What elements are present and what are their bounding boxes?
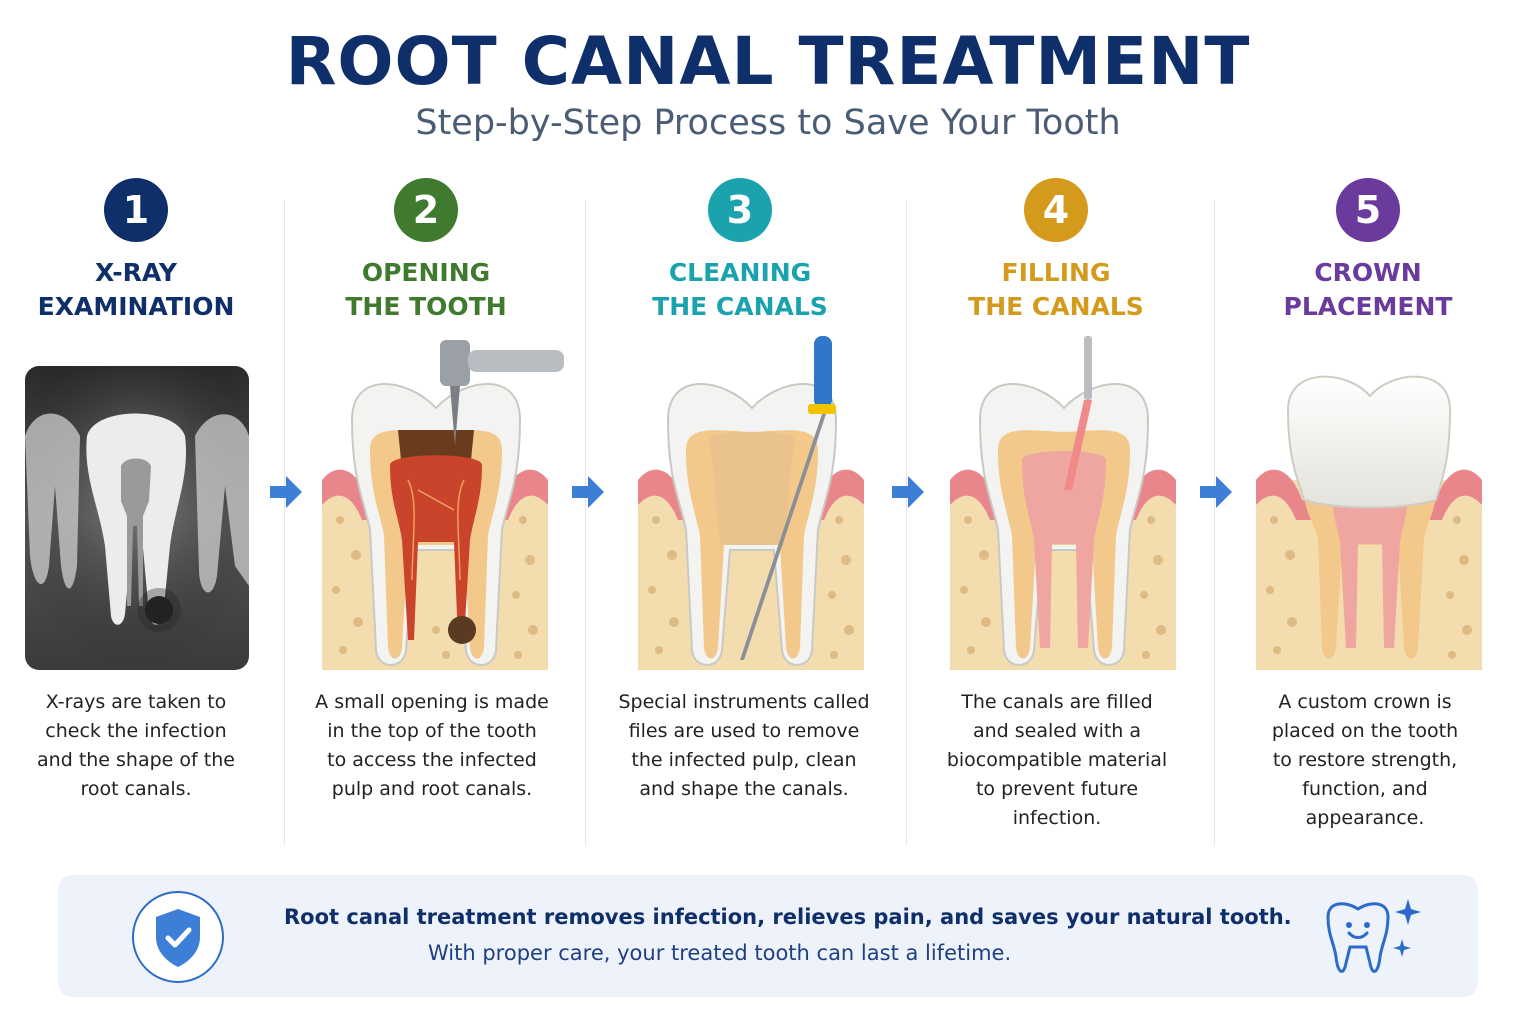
- step-description: Special instruments called files are used…: [606, 688, 882, 804]
- right-arrow-icon: [892, 476, 924, 508]
- step-title: CROWN PLACEMENT: [1242, 256, 1494, 324]
- description-line: placed on the tooth: [1271, 720, 1459, 742]
- description-line: files are used to remove: [628, 720, 860, 742]
- right-arrow-icon: [270, 476, 302, 508]
- tooth-crown-illustration: [1256, 375, 1482, 670]
- description-line: root canals.: [80, 778, 192, 800]
- step-2: 2 OPENING THE TOOTH: [300, 178, 552, 324]
- step-number-badge: 3: [708, 178, 772, 242]
- description-line: A small opening is made: [315, 691, 549, 713]
- step-divider: [284, 200, 285, 845]
- step-title: OPENING THE TOOTH: [300, 256, 552, 324]
- step-title-line: THE CANALS: [968, 292, 1144, 321]
- description-line: function, and: [1302, 778, 1428, 800]
- step-title-line: FILLING: [1001, 258, 1111, 287]
- description-line: to restore strength,: [1272, 749, 1458, 771]
- tooth-opening-illustration: [322, 340, 564, 670]
- description-line: and shape the canals.: [639, 778, 849, 800]
- page-subtitle: Step-by-Step Process to Save Your Tooth: [415, 103, 1121, 143]
- step-title-line: OPENING: [361, 258, 491, 287]
- step-title: X-RAY EXAMINATION: [10, 256, 262, 324]
- tooth-filling-illustration: [950, 336, 1176, 670]
- description-line: A custom crown is: [1278, 691, 1452, 713]
- step-divider: [906, 200, 907, 845]
- step-title: FILLING THE CANALS: [930, 256, 1182, 324]
- description-line: and the shape of the: [37, 749, 235, 771]
- description-line: the infected pulp, clean: [631, 749, 857, 771]
- step-5: 5 CROWN PLACEMENT: [1242, 178, 1494, 324]
- step-1: 1 X-RAY EXAMINATION: [10, 178, 262, 324]
- step-3: 3 CLEANING THE CANALS: [614, 178, 866, 324]
- step-title-line: CROWN: [1314, 258, 1422, 287]
- step-description: A custom crown is placed on the tooth to r…: [1236, 688, 1494, 833]
- description-line: pulp and root canals.: [331, 778, 533, 800]
- step-number-badge: 2: [394, 178, 458, 242]
- description-line: biocompatible material: [946, 749, 1168, 771]
- shield-check-icon: [156, 909, 200, 967]
- summary-banner: Root canal treatment removes infection, …: [58, 875, 1478, 997]
- tooth-cleaning-illustration: [638, 336, 864, 670]
- step-title-line: CLEANING: [668, 258, 812, 287]
- description-line: X-rays are taken to: [45, 691, 227, 713]
- step-divider: [585, 200, 586, 845]
- step-title: CLEANING THE CANALS: [614, 256, 866, 324]
- step-title-line: THE CANALS: [652, 292, 828, 321]
- sparkle-icon: [1395, 899, 1421, 925]
- page-title: ROOT CANAL TREATMENT: [285, 23, 1251, 100]
- description-line: to prevent future: [975, 778, 1139, 800]
- sparkle-icon: [1393, 939, 1411, 957]
- description-line: to access the infected: [327, 749, 537, 771]
- summary-sub-text: With proper care, your treated tooth can…: [428, 941, 1012, 965]
- step-description: The canals are filled and sealed with a bi…: [926, 688, 1188, 833]
- step-description: X-rays are taken to check the infection an…: [10, 688, 262, 804]
- right-arrow-icon: [1200, 476, 1232, 508]
- description-line: and sealed with a: [972, 720, 1142, 742]
- step-number-badge: 5: [1336, 178, 1400, 242]
- step-number-badge: 4: [1024, 178, 1088, 242]
- description-line: infection.: [1012, 807, 1102, 829]
- step-divider: [1214, 200, 1215, 845]
- step-title-line: EXAMINATION: [37, 292, 235, 321]
- description-line: appearance.: [1305, 807, 1425, 829]
- description-line: in the top of the tooth: [327, 720, 537, 742]
- step-title-line: X-RAY: [95, 258, 177, 287]
- smiling-tooth-icon: [1326, 899, 1421, 973]
- step-number-badge: 1: [104, 178, 168, 242]
- step-title-line: THE TOOTH: [345, 292, 507, 321]
- xray-image: [25, 366, 249, 670]
- summary-main-text: Root canal treatment removes infection, …: [284, 905, 1292, 929]
- description-line: The canals are filled: [961, 691, 1153, 713]
- shield-badge: [132, 891, 224, 983]
- step-description: A small opening is made in the top of the…: [300, 688, 564, 804]
- description-line: check the infection: [45, 720, 227, 742]
- step-title-line: PLACEMENT: [1283, 292, 1453, 321]
- step-4: 4 FILLING THE CANALS: [930, 178, 1182, 324]
- description-line: Special instruments called: [618, 691, 870, 713]
- right-arrow-icon: [572, 476, 604, 508]
